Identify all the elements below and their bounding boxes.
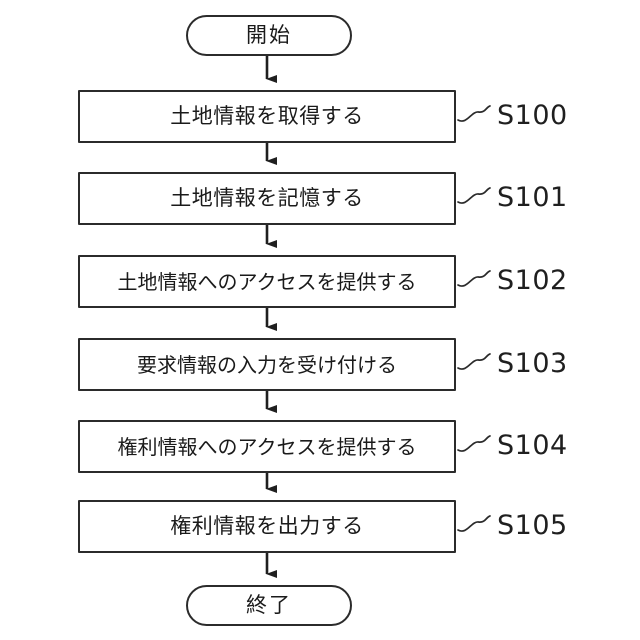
node-start[interactable]: 開始 xyxy=(186,15,352,56)
node-s102-label: 土地情報へのアクセスを提供する xyxy=(117,269,417,294)
node-s105[interactable]: 権利情報を出力する xyxy=(78,500,456,553)
node-end[interactable]: 終了 xyxy=(186,585,352,626)
step-id-s102: S102 xyxy=(497,265,568,296)
node-end-label: 終了 xyxy=(246,593,292,617)
leader-line-s105 xyxy=(457,515,491,532)
leader-line-s102 xyxy=(457,270,491,287)
leader-lines xyxy=(457,105,491,532)
step-id-s105: S105 xyxy=(497,510,568,541)
node-s104-label: 権利情報へのアクセスを提供する xyxy=(117,434,417,459)
node-s100-label: 土地情報を取得する xyxy=(170,104,364,128)
leader-line-s104 xyxy=(457,435,491,452)
leader-line-s101 xyxy=(457,187,491,204)
node-start-label: 開始 xyxy=(246,23,292,47)
node-s101-label: 土地情報を記憶する xyxy=(170,186,364,210)
step-id-s101: S101 xyxy=(497,182,568,213)
node-s103[interactable]: 要求情報の入力を受け付ける xyxy=(78,338,456,391)
node-s104[interactable]: 権利情報へのアクセスを提供する xyxy=(78,420,456,473)
step-id-s104: S104 xyxy=(497,430,568,461)
leader-line-s100 xyxy=(457,105,491,122)
leader-line-s103 xyxy=(457,353,491,370)
node-s105-label: 権利情報を出力する xyxy=(170,514,364,538)
node-s101[interactable]: 土地情報を記憶する xyxy=(78,172,456,225)
node-s100[interactable]: 土地情報を取得する xyxy=(78,90,456,143)
step-id-s100: S100 xyxy=(497,100,568,131)
node-s102[interactable]: 土地情報へのアクセスを提供する xyxy=(78,255,456,308)
step-id-s103: S103 xyxy=(497,348,568,379)
node-s103-label: 要求情報の入力を受け付ける xyxy=(137,352,397,377)
